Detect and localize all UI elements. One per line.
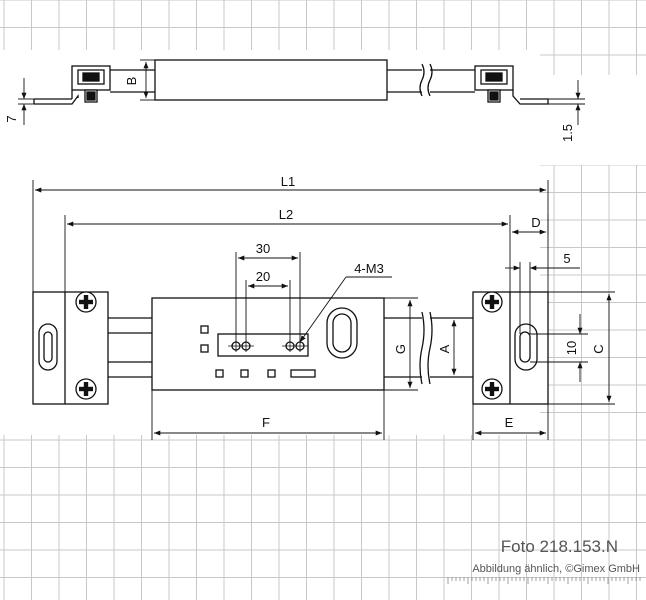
label-c: C — [591, 344, 606, 353]
label-l1: L1 — [281, 174, 295, 189]
top-view-dimensions — [32, 180, 615, 440]
label-l2: L2 — [279, 207, 293, 222]
footer: Foto 218.153.N Abbildung ähnlich, ©Gimex… — [447, 537, 641, 584]
label-f: F — [262, 415, 270, 430]
phillips-screw-icon — [481, 378, 503, 400]
ruler-ticks — [447, 577, 641, 584]
photo-id: Foto 218.153.N — [501, 537, 618, 556]
copyright-credit: Abbildung ähnlich, ©Gimex GmbH — [472, 563, 640, 575]
label-20: 20 — [256, 269, 270, 284]
label-10: 10 — [564, 341, 579, 355]
label-7: 7 — [4, 115, 19, 122]
side-view-dimensions — [18, 59, 585, 125]
label-thread: 4-M3 — [354, 261, 384, 276]
side-view — [33, 59, 549, 105]
top-view — [32, 291, 549, 405]
phillips-screw-icon — [75, 291, 97, 313]
phillips-screw-icon — [75, 378, 97, 400]
dimension-labels: L1 L2 D 5 30 20 4-M3 F E G A 10 C B 7 1.… — [4, 77, 606, 430]
label-a: A — [437, 344, 452, 353]
phillips-screw-icon — [481, 291, 503, 313]
label-g: G — [393, 344, 408, 354]
label-d: D — [531, 215, 540, 230]
label-1-5: 1.5 — [560, 124, 575, 142]
label-5: 5 — [563, 251, 570, 266]
label-b: B — [124, 77, 139, 86]
label-e: E — [505, 415, 514, 430]
label-30: 30 — [256, 241, 270, 256]
